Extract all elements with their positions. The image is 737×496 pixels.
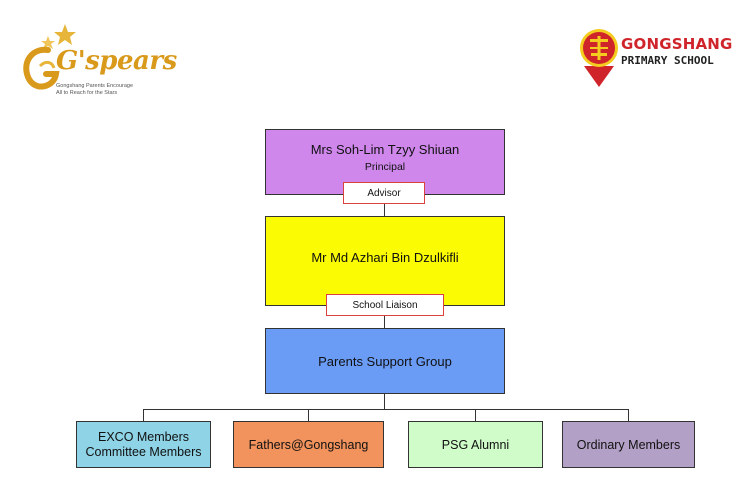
connector-drop-exco	[143, 409, 144, 421]
school-liaison-label: School Liaison	[326, 294, 444, 316]
subgroup-exco-line2: Committee Members	[85, 444, 202, 459]
liaison-box: Mr Md Azhari Bin Dzulkifli	[265, 216, 505, 306]
connector-horizontal-bus	[143, 409, 628, 410]
connector-drop-alumni	[475, 409, 476, 421]
subgroup-ordinary-label: Ordinary Members	[576, 437, 681, 452]
connector-drop-ordinary	[628, 409, 629, 421]
group-name: Parents Support Group	[318, 353, 452, 369]
subgroup-fathers-box: Fathers@Gongshang	[233, 421, 384, 468]
gspears-wordmark: G'spears	[56, 46, 177, 76]
principal-name: Mrs Soh-Lim Tzyy Shiuan	[310, 141, 460, 157]
gspears-tagline: Gongshang Parents Encourage All to Reach…	[56, 83, 134, 96]
subgroup-alumni-label: PSG Alumni	[441, 437, 510, 452]
school-crest-icon	[580, 29, 618, 87]
advisor-label: Advisor	[343, 182, 425, 204]
subgroup-alumni-box: PSG Alumni	[408, 421, 543, 468]
subgroup-ordinary-box: Ordinary Members	[562, 421, 695, 468]
connector-principal-liaison	[384, 195, 385, 216]
parents-support-group-box: Parents Support Group	[265, 328, 505, 394]
connector-group-trunk	[384, 394, 385, 409]
principal-role: Principal	[364, 160, 406, 173]
liaison-name: Mr Md Azhari Bin Dzulkifli	[311, 249, 459, 265]
connector-liaison-group	[384, 306, 385, 328]
gspears-logo: G'spears Gongshang Parents Encourage All…	[18, 22, 177, 97]
school-logo: GONGSHANG PRIMARY SCHOOL	[578, 26, 732, 88]
connector-drop-fathers	[308, 409, 309, 421]
school-name: GONGSHANG	[621, 35, 733, 53]
school-type: PRIMARY SCHOOL	[621, 54, 714, 67]
subgroup-fathers-label: Fathers@Gongshang	[248, 437, 369, 452]
subgroup-exco-box: EXCO Members Committee Members	[76, 421, 211, 468]
subgroup-exco-line1: EXCO Members	[98, 429, 189, 444]
star-figure-icon	[23, 24, 76, 90]
